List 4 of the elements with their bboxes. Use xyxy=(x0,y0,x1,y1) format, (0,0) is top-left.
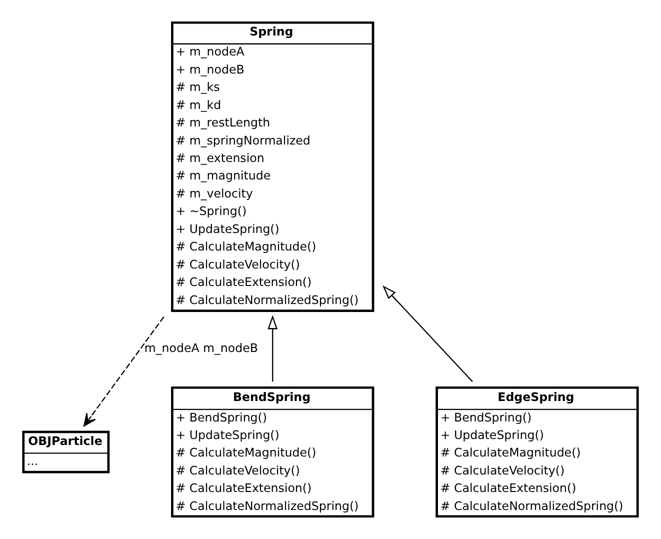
arrow xyxy=(268,315,278,382)
edge-label: m_nodeA m_nodeB xyxy=(144,341,258,356)
arrow xyxy=(382,285,473,382)
arrow xyxy=(84,316,164,426)
